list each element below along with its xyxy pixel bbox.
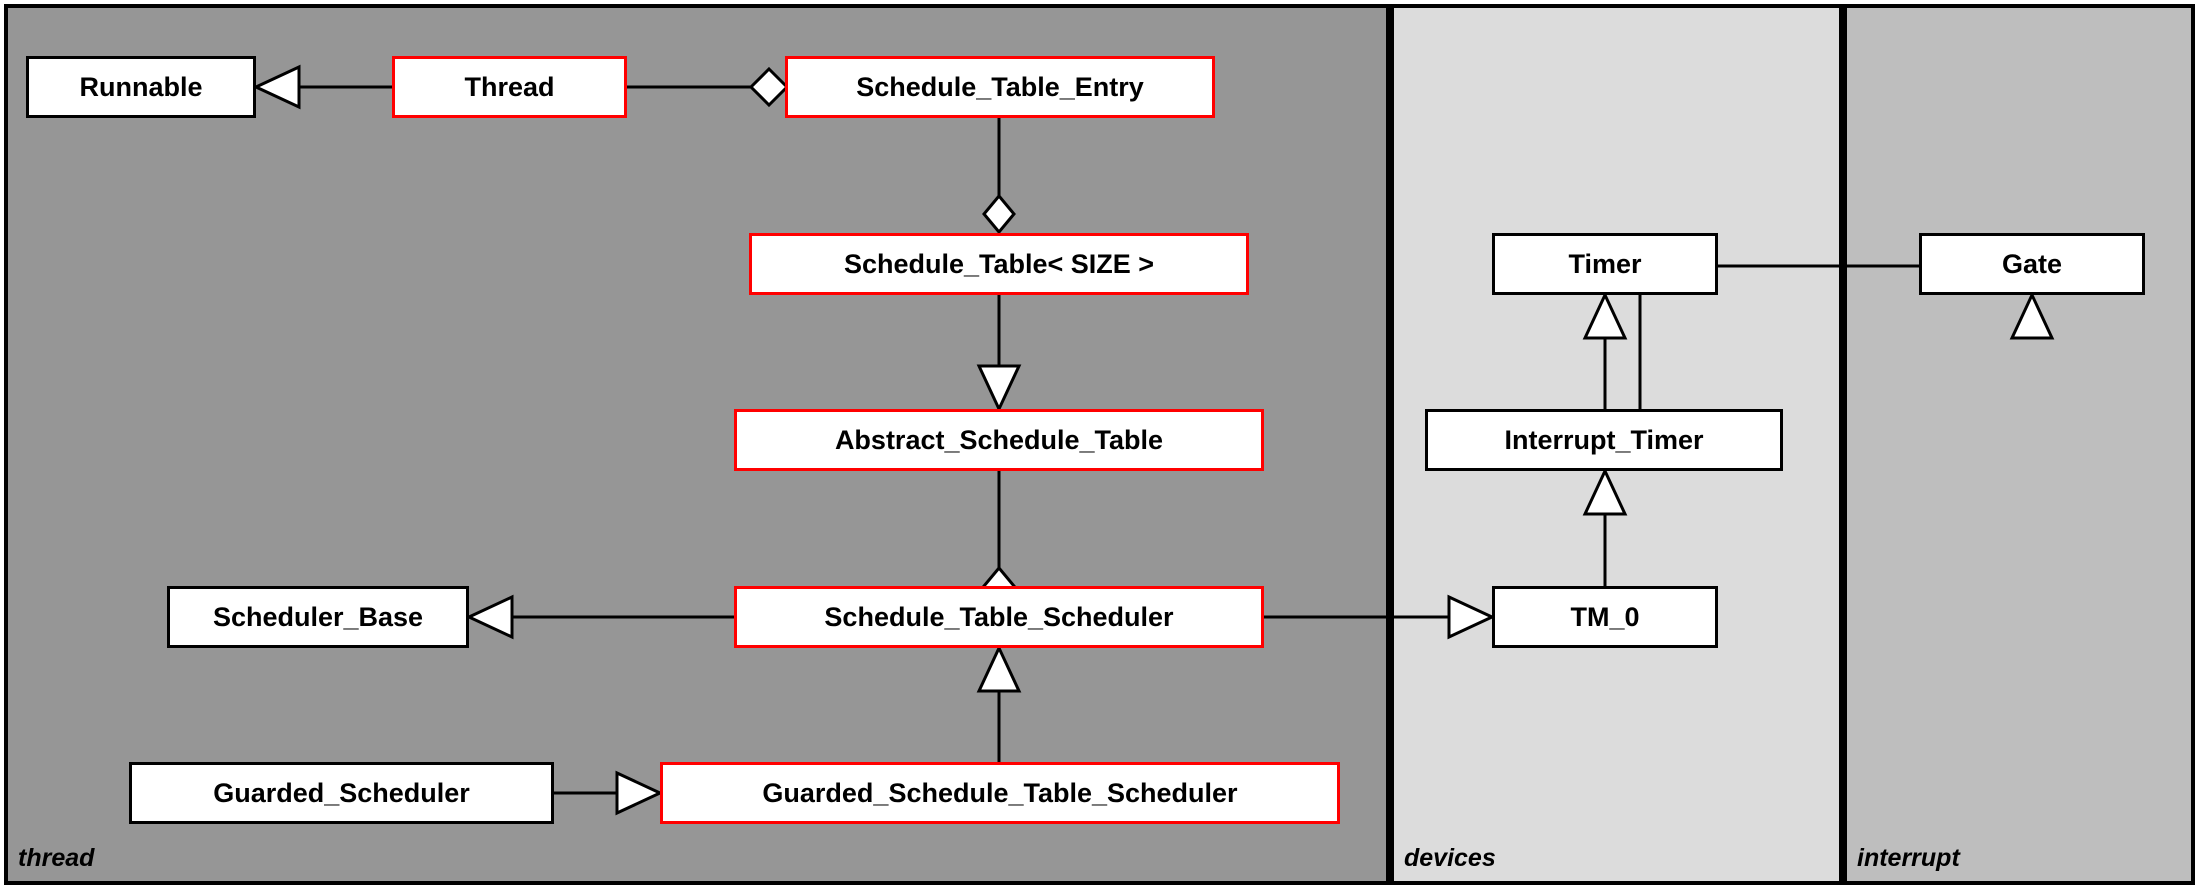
package-label-interrupt: interrupt bbox=[1857, 844, 1960, 872]
class-node-timer[interactable]: Timer bbox=[1492, 233, 1718, 295]
class-node-scheduler-base[interactable]: Scheduler_Base bbox=[167, 586, 469, 648]
class-node-schedule-table-scheduler[interactable]: Schedule_Table_Scheduler bbox=[734, 586, 1264, 648]
package-label-thread: thread bbox=[18, 844, 95, 872]
class-node-schedule-table-entry[interactable]: Schedule_Table_Entry bbox=[785, 56, 1215, 118]
package-label-devices: devices bbox=[1404, 844, 1496, 872]
class-node-gate[interactable]: Gate bbox=[1919, 233, 2145, 295]
class-node-tm-0[interactable]: TM_0 bbox=[1492, 586, 1718, 648]
class-node-thread[interactable]: Thread bbox=[392, 56, 627, 118]
class-node-interrupt-timer[interactable]: Interrupt_Timer bbox=[1425, 409, 1783, 471]
class-node-schedule-table-size[interactable]: Schedule_Table< SIZE > bbox=[749, 233, 1249, 295]
class-node-runnable[interactable]: Runnable bbox=[26, 56, 256, 118]
class-node-guarded-schedule-table-scheduler[interactable]: Guarded_Schedule_Table_Scheduler bbox=[660, 762, 1340, 824]
class-node-abstract-schedule-table[interactable]: Abstract_Schedule_Table bbox=[734, 409, 1264, 471]
package-interrupt bbox=[1843, 4, 2195, 885]
class-node-guarded-scheduler[interactable]: Guarded_Scheduler bbox=[129, 762, 554, 824]
